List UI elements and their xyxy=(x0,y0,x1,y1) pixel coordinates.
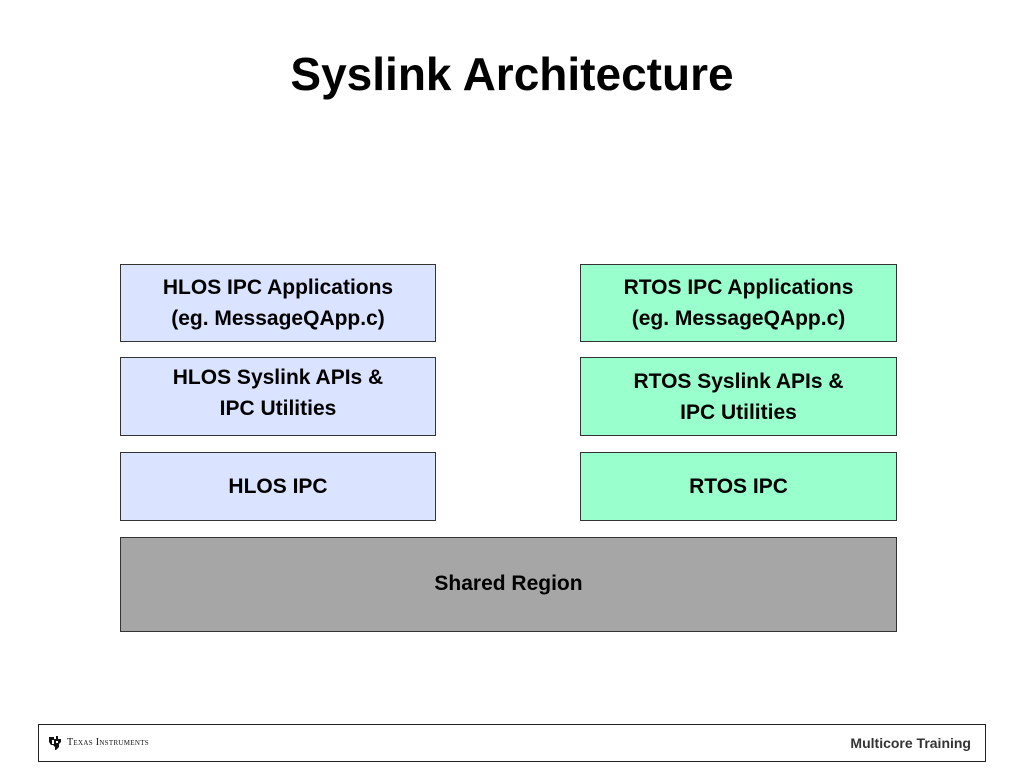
slide-title: Syslink Architecture xyxy=(290,48,734,100)
hlos-ipc-box: HLOS IPC xyxy=(120,452,436,521)
rtos-syslink-apis-box: RTOS Syslink APIs & IPC Utilities xyxy=(580,357,897,436)
multicore-training-label: Multicore Training xyxy=(850,735,971,751)
texas-instruments-logo-icon xyxy=(49,736,61,750)
footer-bar: Texas Instruments Multicore Training xyxy=(38,724,986,762)
rtos-ipc-applications-box: RTOS IPC Applications (eg. MessageQApp.c… xyxy=(580,264,897,342)
texas-instruments-logo-text: Texas Instruments xyxy=(67,737,149,748)
shared-region-box: Shared Region xyxy=(120,537,897,632)
hlos-ipc-applications-box: HLOS IPC Applications (eg. MessageQApp.c… xyxy=(120,264,436,342)
rtos-ipc-box: RTOS IPC xyxy=(580,452,897,521)
hlos-syslink-apis-box: HLOS Syslink APIs & IPC Utilities xyxy=(120,357,436,436)
